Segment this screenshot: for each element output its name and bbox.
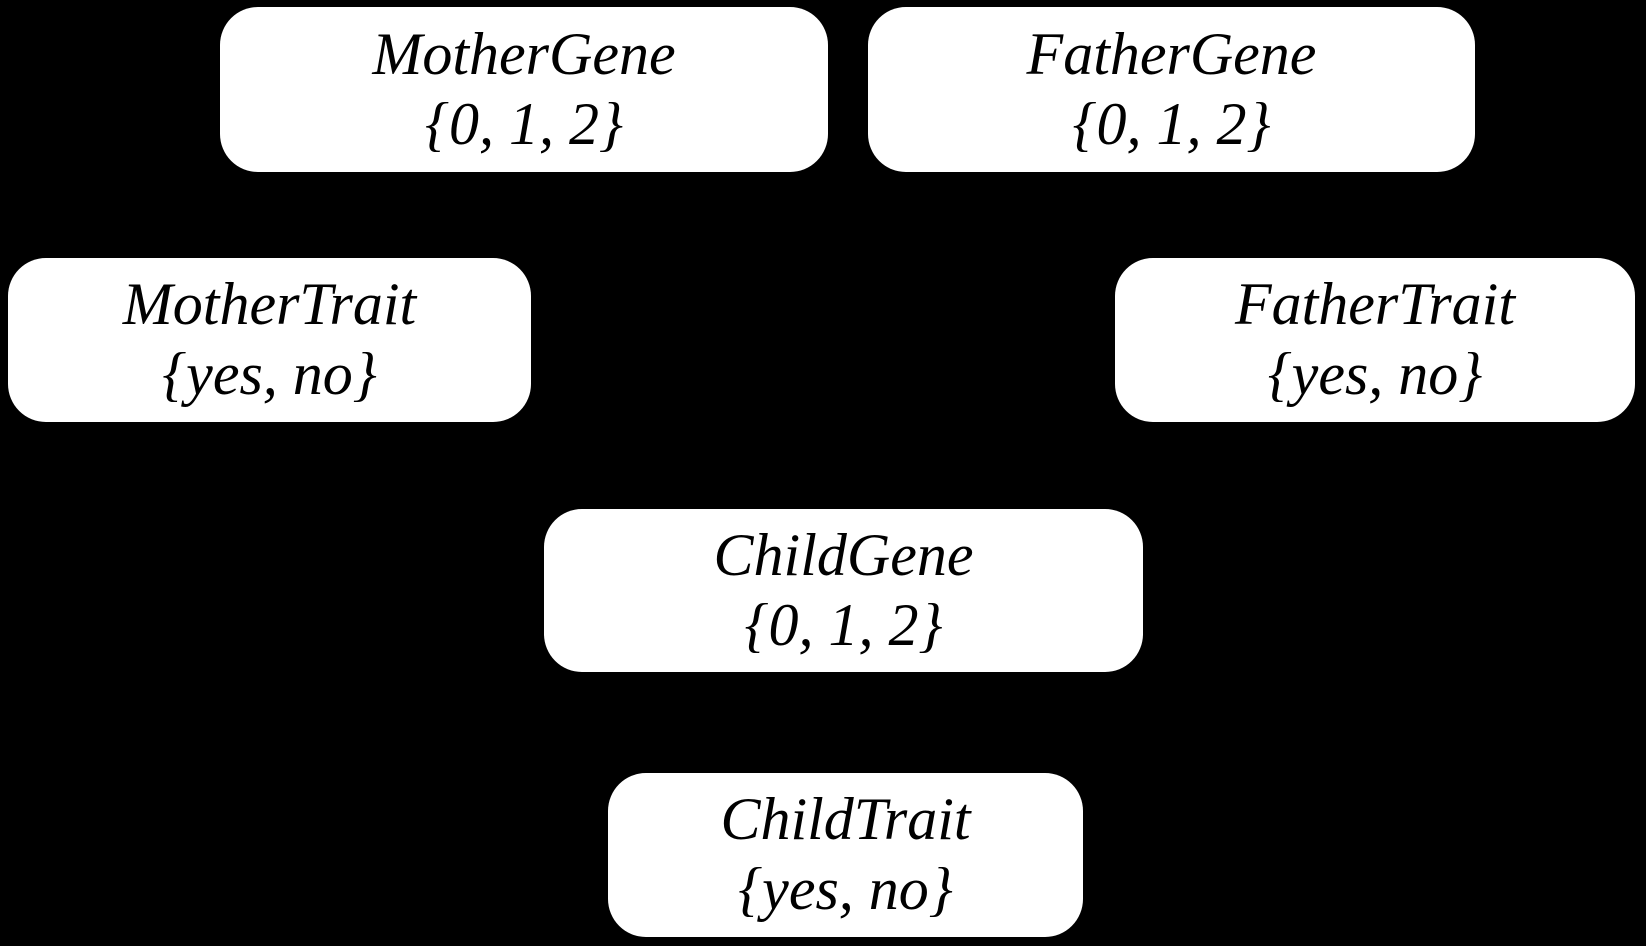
node-child-trait-label: ChildTrait [720,786,971,853]
node-mother-trait-domain: {yes, no} [162,341,377,407]
node-mother-gene-domain: {0, 1, 2} [425,90,623,157]
node-father-gene: FatherGene {0, 1, 2} [868,7,1475,172]
node-mother-trait: MotherTrait {yes, no} [8,258,531,422]
node-mother-trait-label: MotherTrait [122,271,417,338]
node-mother-gene-label: MotherGene [372,20,676,87]
node-child-trait-domain: {yes, no} [738,856,953,922]
node-child-gene-label: ChildGene [713,521,974,588]
node-child-trait: ChildTrait {yes, no} [608,773,1083,937]
node-father-trait-label: FatherTrait [1234,271,1516,338]
node-child-gene-domain: {0, 1, 2} [744,591,943,658]
node-father-gene-domain: {0, 1, 2} [1072,90,1271,157]
node-father-trait: FatherTrait {yes, no} [1115,258,1635,422]
node-father-trait-domain: {yes, no} [1267,341,1483,407]
node-mother-gene: MotherGene {0, 1, 2} [220,7,828,172]
node-child-gene: ChildGene {0, 1, 2} [544,509,1143,672]
node-father-gene-label: FatherGene [1026,20,1317,87]
